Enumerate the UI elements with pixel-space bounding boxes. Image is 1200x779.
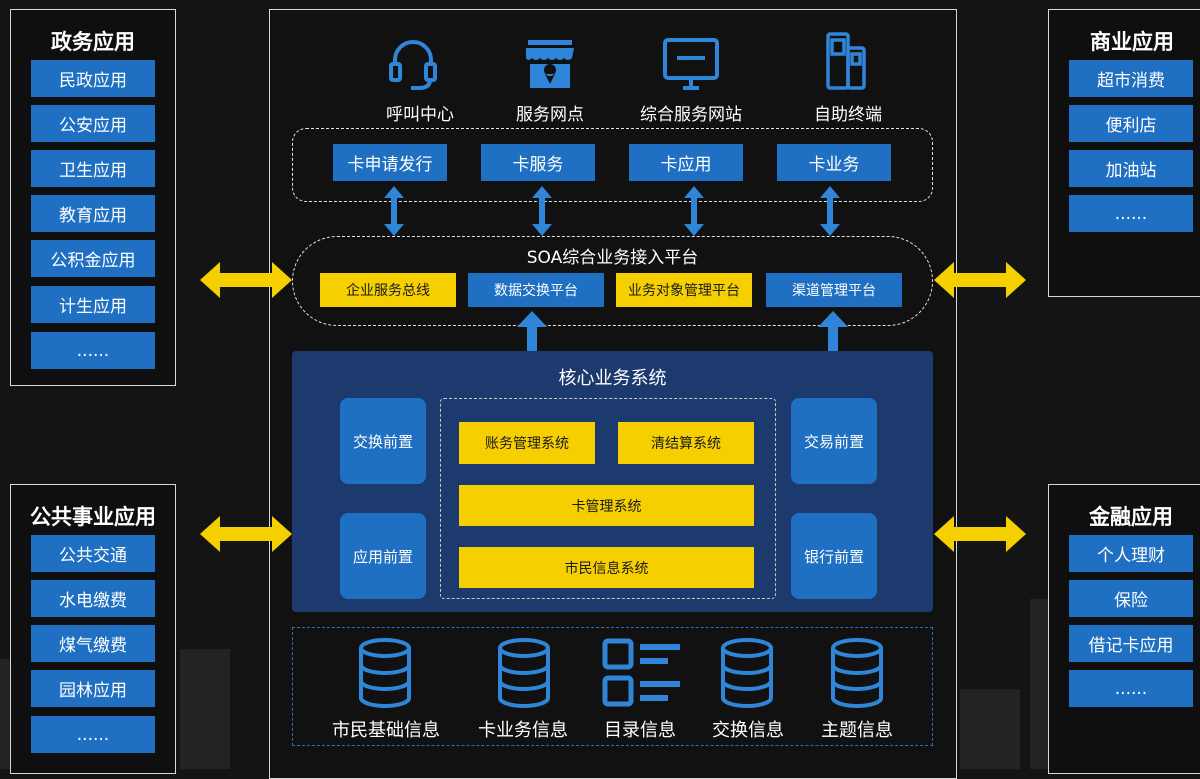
soa-title: SOA综合业务接入平台 [526, 248, 699, 268]
gov-apps-title: 政务应用 [51, 30, 135, 54]
card-application-button[interactable]: 卡应用 [629, 144, 743, 181]
arrow-gov-platform [200, 262, 292, 298]
core-title: 核心业务系统 [558, 368, 667, 389]
arrow-card-soa-3 [684, 186, 704, 236]
front-transaction[interactable]: 交易前置 [791, 398, 877, 484]
front-exchange[interactable]: 交换前置 [340, 398, 426, 484]
channel-label-call-center: 呼叫中心 [386, 105, 454, 125]
commerce-app-item-store[interactable]: 便利店 [1069, 105, 1193, 142]
database-icon [359, 638, 411, 708]
database-icon [721, 638, 773, 708]
gov-app-item-police[interactable]: 公安应用 [31, 105, 155, 142]
system-accounting[interactable]: 账务管理系统 [459, 422, 595, 464]
gov-app-item-more[interactable]: ...... [31, 332, 155, 369]
soa-platform-group [292, 236, 933, 326]
arrow-card-soa-2 [532, 186, 552, 236]
commerce-apps-title: 商业应用 [1090, 30, 1174, 54]
commerce-app-item-supermarket[interactable]: 超市消费 [1069, 60, 1193, 97]
db-label-catalog: 目录信息 [604, 720, 676, 741]
catalog-icon [602, 638, 680, 707]
public-app-item-garden[interactable]: 园林应用 [31, 670, 155, 707]
gov-app-item-civil[interactable]: 民政应用 [31, 60, 155, 97]
card-business-button[interactable]: 卡业务 [777, 144, 891, 181]
core-systems-group [440, 398, 776, 599]
arrow-card-soa-4 [820, 186, 840, 236]
finance-app-item-insurance[interactable]: 保险 [1069, 580, 1193, 617]
commerce-app-item-gas-station[interactable]: 加油站 [1069, 150, 1193, 187]
monitor-icon [663, 38, 719, 90]
front-application[interactable]: 应用前置 [340, 513, 426, 599]
front-bank[interactable]: 银行前置 [791, 513, 877, 599]
finance-apps-panel: 金融应用 个人理财 保险 借记卡应用 ...... [1048, 484, 1200, 774]
public-apps-panel: 公共事业应用 公共交通 水电缴费 煤气缴费 园林应用 ...... [10, 484, 176, 774]
public-app-item-utility[interactable]: 水电缴费 [31, 580, 155, 617]
arrow-public-platform [200, 516, 292, 552]
channel-label-website: 综合服务网站 [640, 105, 742, 125]
channel-label-service-point: 服务网点 [516, 105, 584, 125]
arrow-soa-core-left [517, 311, 547, 379]
gov-apps-panel: 政务应用 民政应用 公安应用 卫生应用 教育应用 公积金应用 计生应用 ....… [10, 9, 176, 386]
gov-app-item-health[interactable]: 卫生应用 [31, 150, 155, 187]
system-citizen-info[interactable]: 市民信息系统 [459, 547, 754, 588]
system-clearing[interactable]: 清结算系统 [618, 422, 754, 464]
db-label-exchange: 交换信息 [712, 720, 784, 741]
arrow-platform-commerce [934, 262, 1026, 298]
gov-app-item-family[interactable]: 计生应用 [31, 286, 155, 323]
db-label-citizen-base: 市民基础信息 [332, 720, 440, 741]
gov-app-item-fund[interactable]: 公积金应用 [31, 240, 155, 277]
gov-app-item-education[interactable]: 教育应用 [31, 195, 155, 232]
arrow-card-soa-1 [384, 186, 404, 236]
commerce-app-item-more[interactable]: ...... [1069, 195, 1193, 232]
database-icon [831, 638, 883, 708]
card-issue-button[interactable]: 卡申请发行 [333, 144, 447, 181]
card-service-button[interactable]: 卡服务 [481, 144, 595, 181]
db-label-card-business: 卡业务信息 [478, 720, 568, 741]
public-app-item-gas[interactable]: 煤气缴费 [31, 625, 155, 662]
finance-app-item-debit[interactable]: 借记卡应用 [1069, 625, 1193, 662]
card-services-group [292, 128, 933, 202]
soa-item-data-exchange[interactable]: 数据交换平台 [468, 273, 604, 307]
arrow-platform-finance [934, 516, 1026, 552]
channel-label-kiosk: 自助终端 [814, 105, 882, 125]
public-apps-title: 公共事业应用 [30, 505, 156, 529]
finance-app-item-wealth[interactable]: 个人理财 [1069, 535, 1193, 572]
soa-item-channel-mgmt[interactable]: 渠道管理平台 [766, 273, 902, 307]
system-card-mgmt[interactable]: 卡管理系统 [459, 485, 754, 526]
data-layer-group [292, 627, 933, 746]
db-label-theme: 主题信息 [821, 720, 893, 741]
store-icon [526, 40, 574, 88]
headset-icon [389, 40, 437, 90]
public-app-item-more[interactable]: ...... [31, 716, 155, 753]
soa-item-business-object[interactable]: 业务对象管理平台 [616, 273, 752, 307]
soa-item-esb[interactable]: 企业服务总线 [320, 273, 456, 307]
kiosk-icon [826, 32, 866, 90]
arrow-soa-core-right [818, 311, 848, 379]
database-icon [498, 638, 550, 708]
commerce-apps-panel: 商业应用 超市消费 便利店 加油站 ...... [1048, 9, 1200, 297]
finance-apps-title: 金融应用 [1089, 505, 1173, 529]
finance-app-item-more[interactable]: ...... [1069, 670, 1193, 707]
public-app-item-transit[interactable]: 公共交通 [31, 535, 155, 572]
